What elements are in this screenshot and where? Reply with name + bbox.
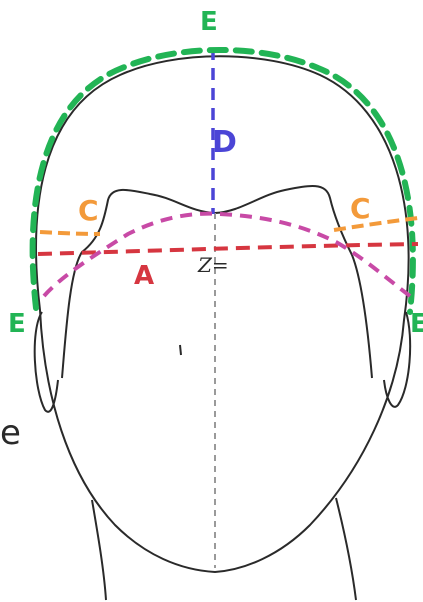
- label-e-right: E: [410, 309, 423, 339]
- face-mark: [180, 345, 181, 355]
- measurement-line-c-left: [40, 232, 100, 234]
- label-c-right: C: [350, 192, 371, 225]
- hairline-outline: [62, 186, 372, 378]
- measurement-line-c-right: [334, 218, 418, 230]
- neck-right: [336, 498, 356, 600]
- left-ear: [35, 312, 58, 412]
- label-c-left: C: [78, 194, 99, 227]
- label-e-left: E: [8, 309, 26, 339]
- label-a: A: [134, 261, 154, 291]
- neck-left: [92, 500, 106, 600]
- label-d: D: [212, 125, 237, 160]
- right-ear: [384, 312, 410, 407]
- label-e-top: E: [200, 7, 218, 37]
- label-edge-e: e: [0, 413, 21, 453]
- label-scribble: Z=: [197, 253, 229, 277]
